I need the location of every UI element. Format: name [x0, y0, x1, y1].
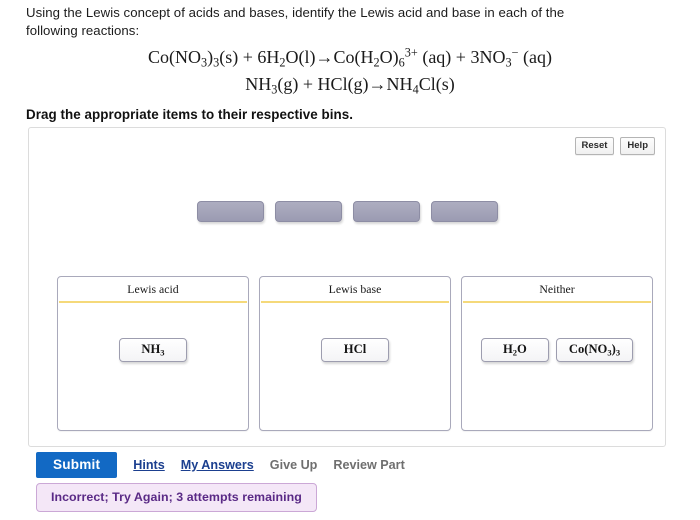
chip-hcl[interactable]: HCl: [321, 338, 389, 362]
panel-tools: Reset Help: [574, 137, 655, 155]
action-bar: Submit Hints My Answers Give Up Review P…: [36, 452, 405, 478]
reset-button[interactable]: Reset: [574, 137, 615, 155]
hints-link[interactable]: Hints: [133, 458, 165, 472]
bin-neither[interactable]: Neither H2O Co(NO3)3: [461, 276, 653, 431]
bin-lewis-base-title: Lewis base: [328, 282, 382, 296]
bin-lewis-acid-contents: NH3: [58, 338, 248, 362]
bin-neither-title: Neither: [539, 282, 575, 296]
question-prompt-line-2: following reactions:: [26, 23, 140, 38]
activity-panel: Reset Help Lewis acid NH3 Lewis base HCl…: [28, 127, 666, 447]
my-answers-link[interactable]: My Answers: [180, 458, 254, 472]
drag-tray: [29, 201, 665, 222]
equation-list: Co(NO3)3(s) + 6H2O(l)→Co(H2O)63+ (aq) + …: [26, 44, 674, 98]
bin-lewis-base-rule: [261, 301, 449, 303]
chip-cono33[interactable]: Co(NO3)3: [555, 338, 634, 362]
give-up-link: Give Up: [269, 458, 318, 472]
drag-tile-1[interactable]: [196, 201, 264, 222]
drag-instruction: Drag the appropriate items to their resp…: [26, 107, 354, 122]
bins-row: Lewis acid NH3 Lewis base HCl Neither H2…: [57, 276, 653, 431]
bin-lewis-base[interactable]: Lewis base HCl: [259, 276, 451, 431]
bin-lewis-base-contents: HCl: [260, 338, 450, 362]
chip-nh3[interactable]: NH3: [119, 338, 187, 362]
question-area: Using the Lewis concept of acids and bas…: [26, 4, 674, 122]
feedback-banner: Incorrect; Try Again; 3 attempts remaini…: [36, 483, 317, 512]
help-button[interactable]: Help: [620, 137, 655, 155]
bin-lewis-acid-rule: [59, 301, 247, 303]
equation-1: Co(NO3)3(s) + 6H2O(l)→Co(H2O)63+ (aq) + …: [148, 45, 552, 70]
review-part-link: Review Part: [333, 458, 405, 472]
equation-2: NH3(g) + HCl(g)→NH4Cl(s): [245, 74, 455, 97]
question-prompt-line-1: Using the Lewis concept of acids and bas…: [26, 5, 565, 20]
chip-h2o[interactable]: H2O: [480, 338, 549, 362]
bin-neither-rule: [463, 301, 651, 303]
bin-lewis-acid-title: Lewis acid: [127, 282, 179, 296]
bin-neither-contents: H2O Co(NO3)3: [462, 338, 652, 362]
submit-button[interactable]: Submit: [36, 452, 118, 478]
drag-tile-4[interactable]: [430, 201, 498, 222]
question-prompt: Using the Lewis concept of acids and bas…: [26, 4, 674, 40]
drag-tile-3[interactable]: [352, 201, 420, 222]
bin-lewis-acid[interactable]: Lewis acid NH3: [57, 276, 249, 431]
drag-tile-2[interactable]: [274, 201, 342, 222]
